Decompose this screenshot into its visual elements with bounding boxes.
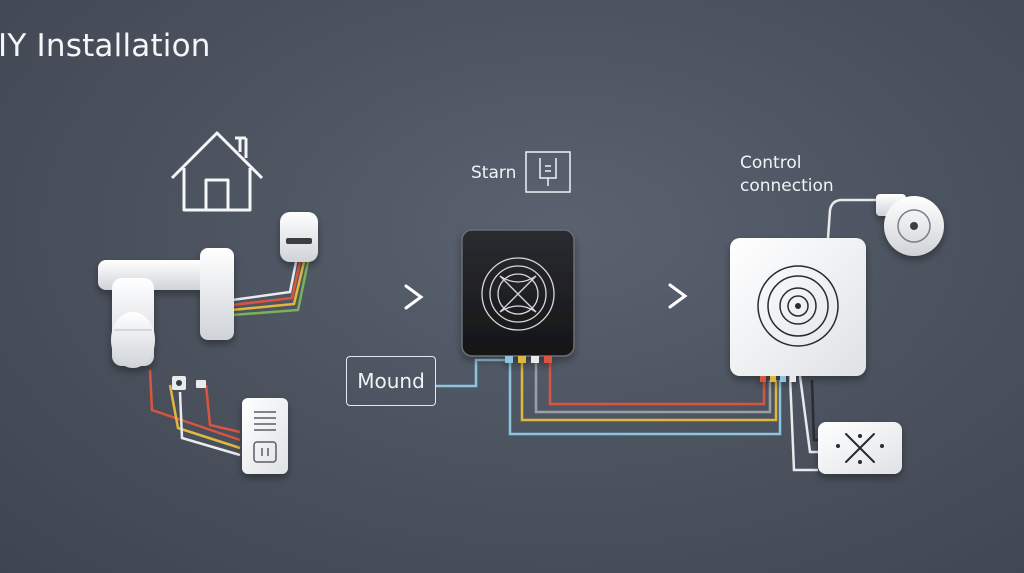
diagram-title: IY Installation xyxy=(0,28,211,64)
sensor-icon xyxy=(280,212,318,262)
arrow-right-icon xyxy=(340,284,424,310)
outlet-icon xyxy=(818,422,902,474)
starn-icon xyxy=(525,151,571,193)
house-icon xyxy=(170,131,264,212)
hub-icon xyxy=(461,229,575,363)
small-connector-icon xyxy=(172,376,206,390)
mound-label-box: Mound xyxy=(346,356,436,406)
mound-label: Mound xyxy=(357,369,425,393)
control-connection-label: Control connection xyxy=(740,152,834,198)
arrow-right-icon xyxy=(602,283,688,309)
control-unit-icon xyxy=(730,238,866,382)
starn-label: Starn xyxy=(471,163,517,183)
main-wiring xyxy=(436,198,880,472)
junction-box-icon xyxy=(242,398,288,474)
camera-icon xyxy=(876,194,944,256)
control-label-line1: Control xyxy=(740,153,802,173)
left-wiring xyxy=(148,261,310,457)
pipe-fixture-icon xyxy=(98,248,234,368)
control-label-line2: connection xyxy=(740,176,834,196)
